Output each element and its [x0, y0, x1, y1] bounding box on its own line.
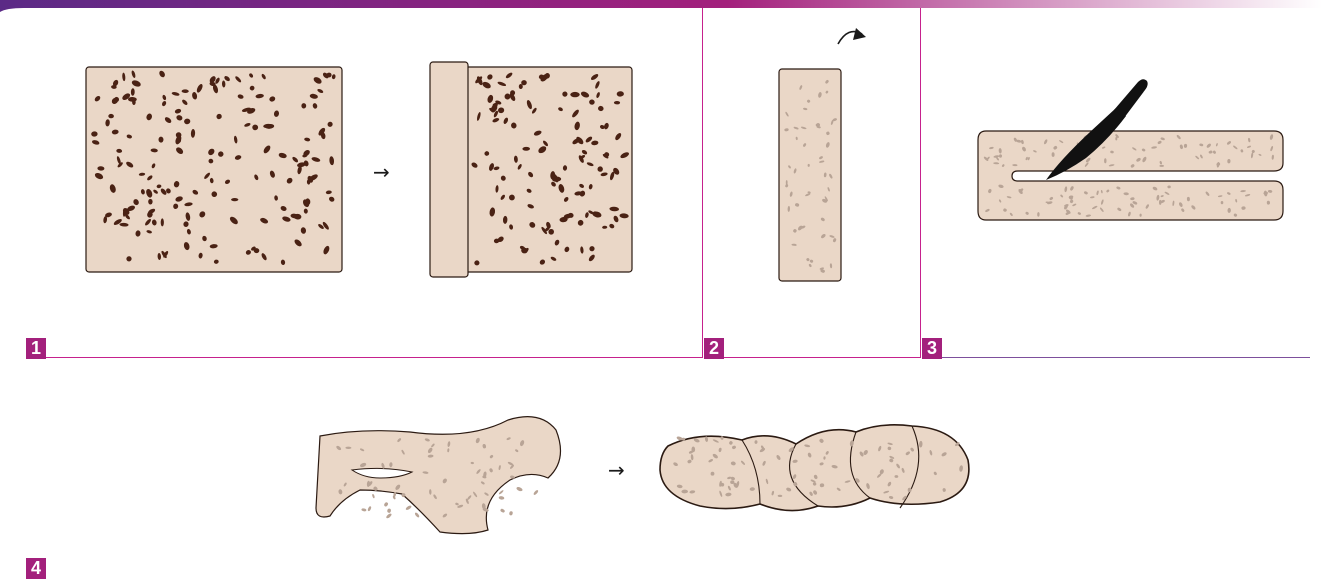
speckle-dot — [509, 511, 513, 516]
speckle-dot — [500, 508, 506, 513]
speckle-dot — [498, 490, 504, 495]
speckle-dot — [385, 513, 392, 519]
speckle-dot — [367, 506, 372, 512]
speckle-dot — [383, 502, 388, 508]
speckle-dot — [498, 496, 504, 500]
speckle-dot — [516, 486, 523, 492]
speckle-dot — [414, 512, 420, 518]
speckle-dot — [533, 489, 539, 495]
speckle-dot — [361, 508, 366, 512]
speckle-dot — [405, 505, 412, 511]
speckle-dot — [387, 508, 391, 513]
speckle-dot — [372, 494, 375, 499]
twist-start — [316, 417, 561, 534]
